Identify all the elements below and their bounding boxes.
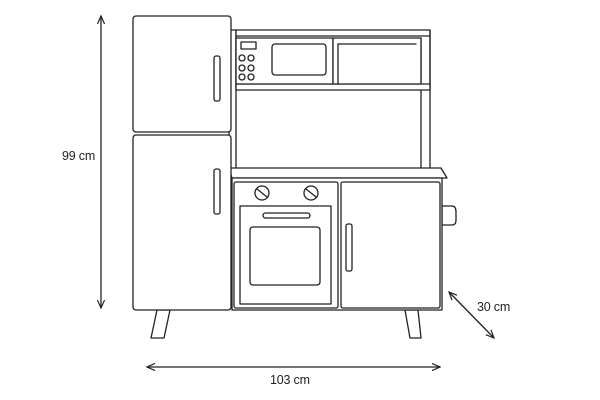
right-leg <box>404 309 422 339</box>
depth-label: 30 cm <box>477 300 511 314</box>
cabinet-door <box>340 181 441 309</box>
microwave-knob-6 <box>247 73 255 81</box>
fridge-main-handle <box>213 168 221 215</box>
fridge-freezer-door <box>132 15 232 133</box>
microwave-window <box>271 43 327 76</box>
microwave-knob-4 <box>247 64 255 72</box>
stove-knob-left-grip <box>256 188 268 198</box>
countertop <box>228 167 448 179</box>
left-leg <box>150 309 171 339</box>
width-label: 103 cm <box>270 373 310 387</box>
cabinet-door-handle <box>345 223 353 272</box>
fridge-freezer-handle <box>213 55 221 102</box>
depth-dimension-arrow <box>449 292 494 338</box>
lower-shelf-board <box>235 83 431 91</box>
microwave-knob-3 <box>238 64 246 72</box>
shelf-cubby <box>332 37 422 85</box>
oven-window <box>249 226 321 286</box>
microwave-display <box>240 41 257 50</box>
oven-handle <box>262 212 311 219</box>
height-label: 99 cm <box>62 149 96 163</box>
stove-knob-right-grip <box>305 188 317 198</box>
side-tap <box>441 205 457 226</box>
microwave-knob-1 <box>238 54 246 62</box>
fridge-main-door <box>132 134 232 311</box>
microwave-knob-5 <box>238 73 246 81</box>
microwave-knob-2 <box>247 54 255 62</box>
